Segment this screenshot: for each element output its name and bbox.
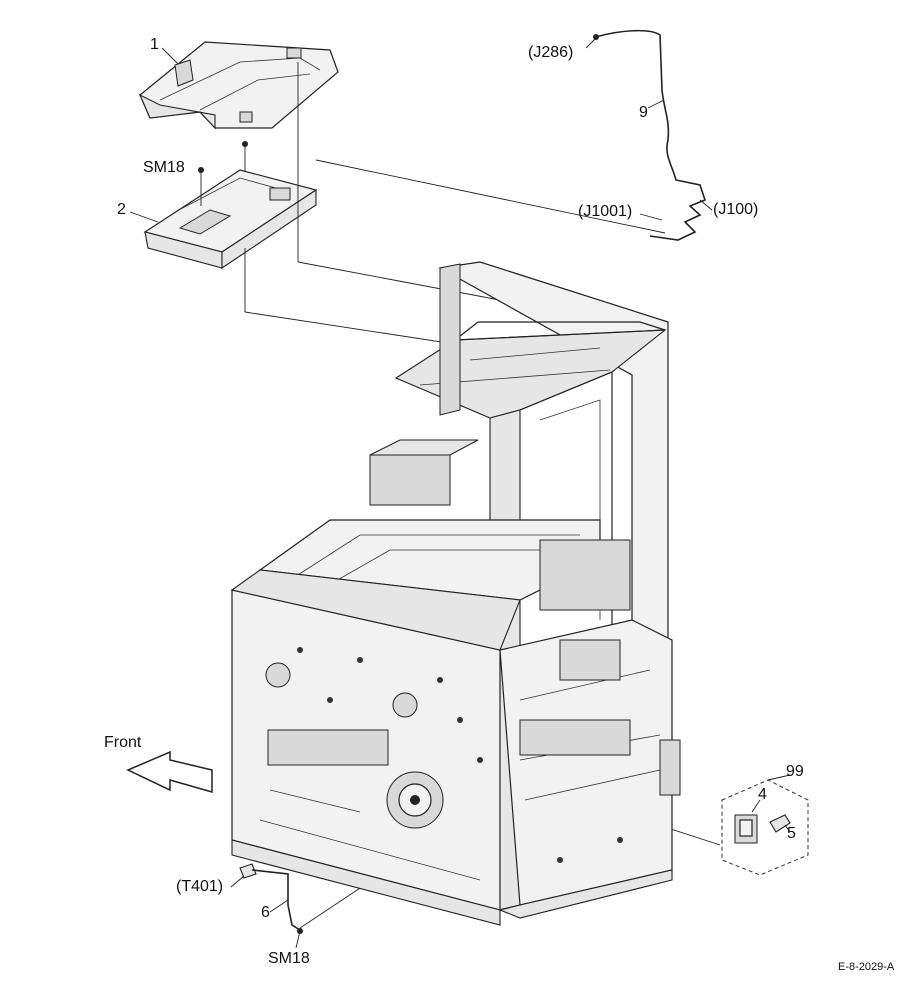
callout-j1001: (J1001) xyxy=(578,203,633,220)
main-frame xyxy=(230,261,681,926)
part-5-bracket[interactable] xyxy=(769,814,791,833)
callout-4: 4 xyxy=(758,786,767,803)
callout-6: 6 xyxy=(261,904,270,921)
callout-sm18-bottom: SM18 xyxy=(268,950,310,967)
callout-leaders xyxy=(129,37,713,888)
callout-front: Front xyxy=(104,734,142,751)
callout-t401: (T401) xyxy=(176,878,224,895)
screw-sm18-top xyxy=(198,141,248,206)
part-9-harness[interactable] xyxy=(593,29,706,241)
part-4-switch[interactable] xyxy=(734,799,761,844)
callout-1: 1 xyxy=(150,36,159,53)
callout-j286: (J286) xyxy=(528,44,574,61)
callout-j100: (J100) xyxy=(713,201,759,218)
callout-5: 5 xyxy=(787,825,796,842)
part-99-group[interactable] xyxy=(721,774,809,876)
part-2-board[interactable] xyxy=(143,169,318,270)
part-6-ground-wire[interactable] xyxy=(239,863,303,949)
front-arrow-icon xyxy=(126,750,213,793)
figure-id: E-8-2029-A xyxy=(838,961,895,973)
callout-sm18-top: SM18 xyxy=(143,159,185,176)
part-1-top-cover[interactable] xyxy=(138,41,339,130)
callout-99: 99 xyxy=(786,763,804,780)
callout-2: 2 xyxy=(117,201,126,218)
callout-9: 9 xyxy=(639,104,648,121)
